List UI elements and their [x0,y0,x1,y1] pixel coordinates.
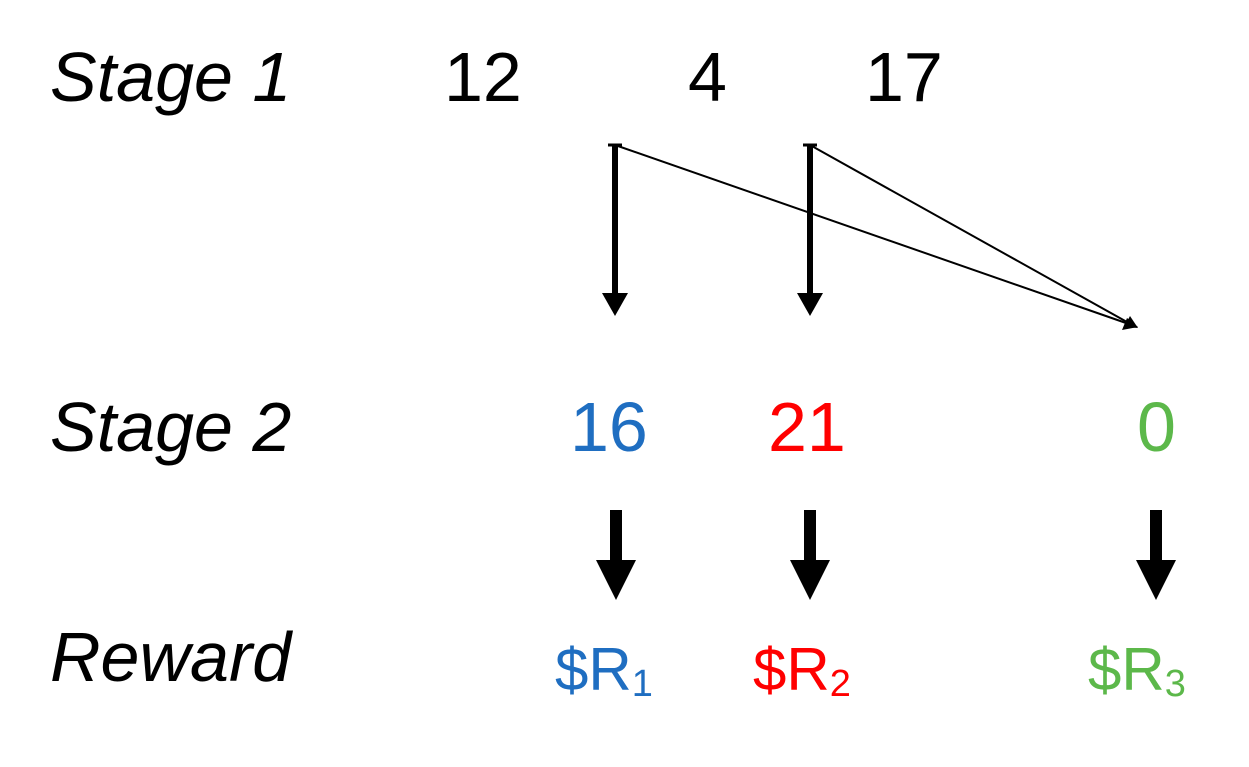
vertical-arrow-2-head [797,293,823,316]
diagonal-arrow-2-line [809,144,1128,323]
reward-arrow-3-shaft [1150,510,1162,562]
reward-1: $R1 [555,640,653,704]
reward-3-subscript: 3 [1164,663,1186,705]
stage2-label: Stage 2 [50,388,292,466]
reward-3-prefix: $R [1088,636,1165,703]
stage2-value-1: 16 [570,388,648,466]
stage1-label: Stage 1 [50,38,292,116]
reward-arrow-3-head [1136,560,1176,600]
reward-arrow-1-shaft [610,510,622,562]
reward-2-prefix: $R [753,636,830,703]
diagonal-arrow-1-line [614,144,1127,324]
stage1-value-2: 4 [688,38,727,116]
reward-arrow-2-shaft [804,510,816,562]
vertical-arrow-1-shaft [612,145,618,293]
stage1-value-1: 12 [444,38,522,116]
reward-2: $R2 [753,640,851,704]
stage2-value-3: 0 [1137,388,1176,466]
diagonal-arrow-2-head [1124,316,1138,328]
reward-2-subscript: 2 [829,663,851,705]
reward-1-prefix: $R [555,636,632,703]
reward-3: $R3 [1088,640,1186,704]
vertical-arrow-1-head [602,293,628,316]
reward-1-subscript: 1 [631,663,653,705]
stage1-value-3: 17 [865,38,943,116]
reward-label: Reward [50,618,292,696]
vertical-arrow-2-shaft [807,145,813,293]
reward-arrow-2-head [790,560,830,600]
reward-arrow-1-head [596,560,636,600]
stage2-value-2: 21 [768,388,846,466]
